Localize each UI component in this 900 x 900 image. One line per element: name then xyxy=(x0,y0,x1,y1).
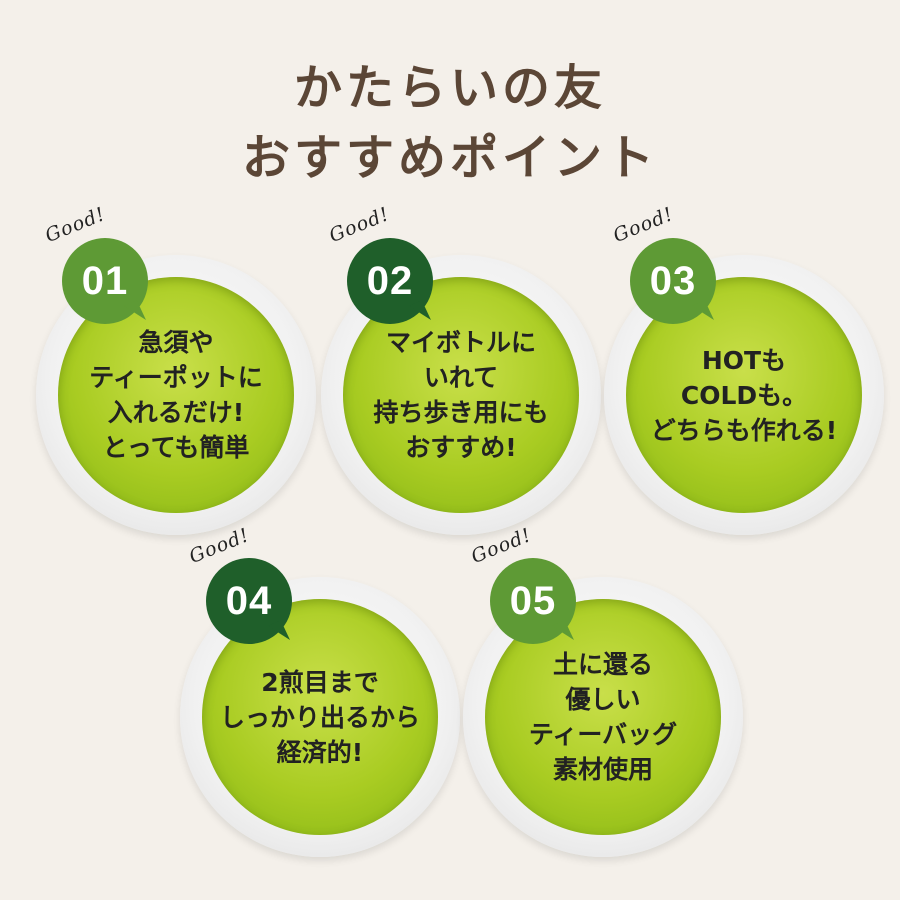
point-text-01: 急須や ティーポットに 入れるだけ! とっても簡単 xyxy=(66,285,286,505)
point-text-line: どちらも作れる! xyxy=(650,415,838,445)
point-text-line: COLDも。 xyxy=(680,380,808,410)
badge-number: 01 xyxy=(81,258,129,303)
point-text-line: しっかり出るから xyxy=(219,702,420,732)
point-text-03: HOTも COLDも。 どちらも作れる! xyxy=(634,285,854,505)
badge-number: 05 xyxy=(509,578,557,623)
point-text-line: 素材使用 xyxy=(552,755,653,784)
page-title-line2: おすすめポイント xyxy=(241,130,658,186)
badge-number: 03 xyxy=(649,258,697,303)
badge-01: 01 xyxy=(62,238,148,326)
point-text-line: おすすめ! xyxy=(405,433,517,462)
point-text-line: 優しい xyxy=(565,685,641,714)
badge-05: 05 xyxy=(490,558,576,646)
point-text-line: 入れるだけ! xyxy=(107,398,245,427)
point-text-line: 急須や xyxy=(138,328,214,357)
point-text-04: 2煎目まで しっかり出るから 経済的! xyxy=(210,607,430,827)
point-text-line: 2煎目まで xyxy=(261,667,379,697)
point-text-line: 土に還る xyxy=(552,650,653,679)
point-text-line: HOTも xyxy=(701,345,787,375)
point-text-02: マイボトルに いれて 持ち歩き用にも おすすめ! xyxy=(351,285,571,505)
page-title-line1: かたらいの友 xyxy=(293,60,606,116)
point-text-line: いれて xyxy=(423,363,499,392)
point-text-line: ティーバッグ xyxy=(528,720,678,749)
point-text-line: とっても簡単 xyxy=(102,433,250,462)
badge-number: 04 xyxy=(225,578,273,623)
point-card-04: 2煎目まで しっかり出るから 経済的! xyxy=(180,577,460,857)
point-text-line: ティーポットに xyxy=(89,363,263,392)
point-text-line: 経済的! xyxy=(276,737,364,767)
point-text-05: 土に還る 優しい ティーバッグ 素材使用 xyxy=(493,607,713,827)
badge-number: 02 xyxy=(366,258,414,303)
point-text-line: 持ち歩き用にも xyxy=(373,398,549,427)
badge-03: 03 xyxy=(630,238,716,326)
point-text-line: マイボトルに xyxy=(385,328,536,357)
badge-02: 02 xyxy=(347,238,433,326)
point-card-01: 急須や ティーポットに 入れるだけ! とっても簡単 xyxy=(36,255,316,535)
badge-04: 04 xyxy=(206,558,292,646)
